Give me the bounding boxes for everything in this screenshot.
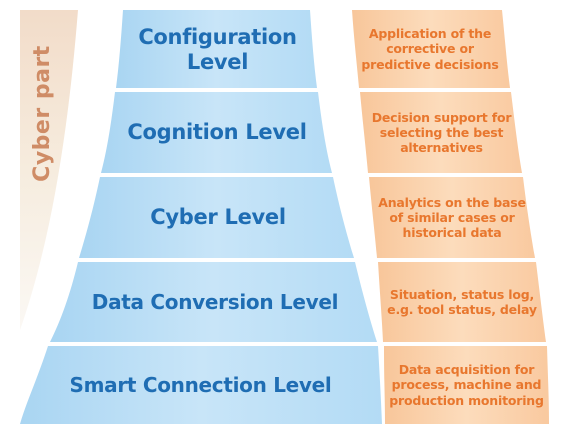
- level-configuration: Configuration Level: [138, 24, 297, 74]
- level-shape-data-conversion: [50, 262, 377, 342]
- level-shape-cyber: [79, 177, 354, 258]
- cyber-part-label-box: Cyber part: [22, 38, 62, 188]
- desc-shape-cognition: [360, 92, 522, 173]
- level-shape-smart-connection: [20, 346, 382, 424]
- desc-shape-data-conversion: [378, 262, 546, 342]
- level-cognition: Cognition Level: [127, 119, 307, 144]
- level-shape-cognition: [101, 92, 332, 173]
- cyber-part-band: [20, 10, 78, 330]
- desc-shape-cyber: [369, 177, 535, 258]
- description-configuration: Application of the corrective or predict…: [361, 26, 499, 72]
- description-smart-connection: Data acquisition for process, machine an…: [389, 362, 544, 408]
- description-cyber: Analytics on the base of similar cases o…: [378, 194, 526, 241]
- level-data-conversion: Data Conversion Level: [91, 290, 339, 314]
- level-cyber: Cyber Level: [150, 204, 286, 229]
- desc-shape-configuration: [352, 10, 510, 88]
- level-shape-configuration: [116, 10, 317, 88]
- cyber-part-label: Cyber part: [29, 44, 55, 182]
- description-cognition: Decision support for selecting the best …: [371, 109, 512, 156]
- level-smart-connection: Smart Connection Level: [69, 373, 332, 397]
- description-data-conversion: Situation, status log, e.g. tool status,…: [387, 286, 537, 317]
- desc-shape-smart-connection: [384, 346, 549, 424]
